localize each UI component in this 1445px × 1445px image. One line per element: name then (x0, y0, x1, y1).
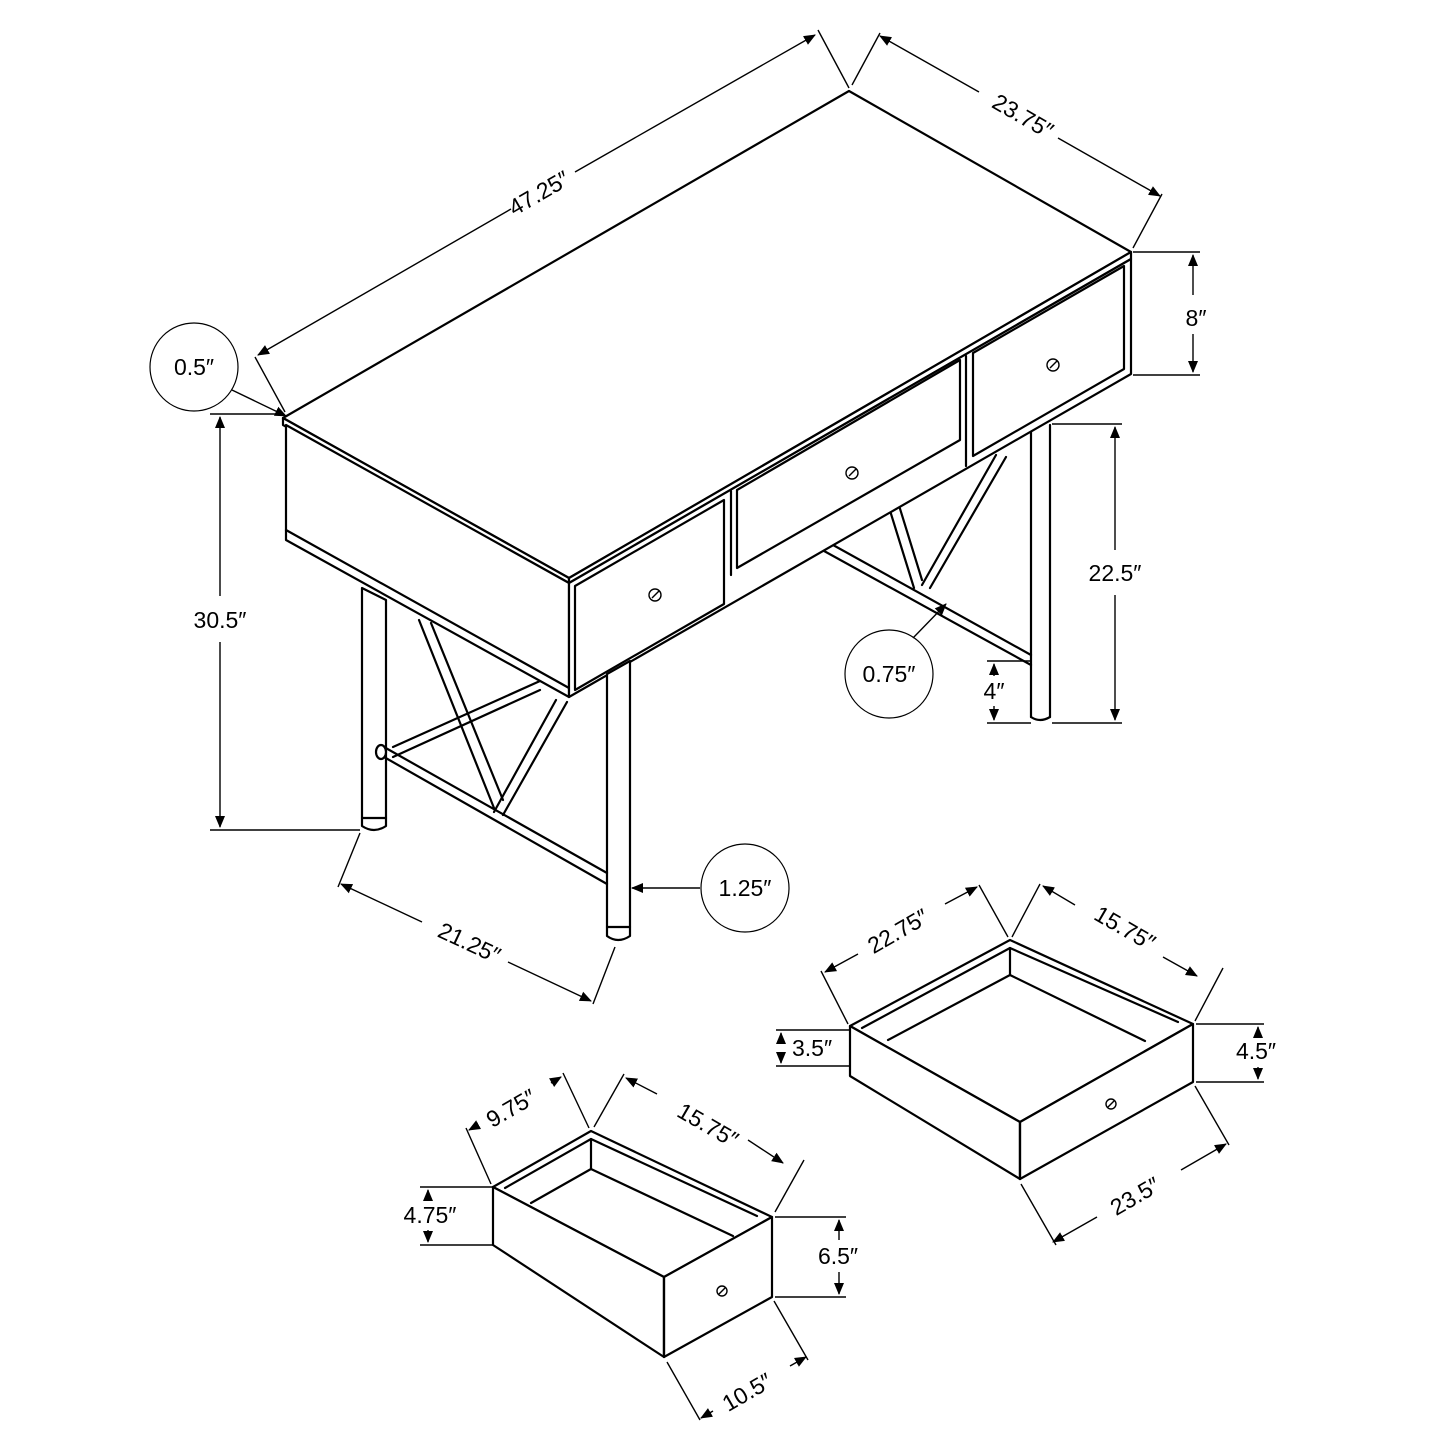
desk-depth-label: 23.75″ (988, 88, 1058, 143)
bar-diameter-label: 0.75″ (863, 661, 916, 687)
small-drawer-front-width-label: 10.5″ (718, 1368, 777, 1417)
desk-drawer-right (971, 264, 1126, 458)
desk-drawer-left (573, 498, 726, 692)
large-drawer-front-height-label: 4.5″ (1236, 1038, 1276, 1064)
small-drawer-inner-width-label: 9.75″ (482, 1084, 541, 1133)
small-drawer-inner-depth-label: 15.75″ (673, 1097, 743, 1152)
large-drawer-dimensions: 22.75″ 15.75″ 3.5″ 4.5″ 23.5″ (776, 883, 1276, 1246)
large-drawer-inner-width-label: 22.75″ (863, 903, 933, 958)
large-drawer-illustration (848, 938, 1195, 1181)
drawer-height-label: 8″ (1186, 305, 1207, 331)
large-drawer-inner-height-label: 3.5″ (792, 1035, 832, 1061)
small-drawer-front-height-label: 6.5″ (818, 1243, 858, 1269)
total-height-label: 30.5″ (194, 607, 247, 633)
leg-clearance-label: 22.5″ (1089, 560, 1142, 586)
leg-diameter-label: 1.25″ (719, 875, 772, 901)
desk-illustration (281, 89, 1133, 942)
desk-drawer-center (735, 358, 962, 570)
side-depth-label: 21.25″ (434, 917, 505, 968)
large-drawer-front-width-label: 23.5″ (1106, 1172, 1165, 1221)
large-drawer-inner-depth-label: 15.75″ (1090, 900, 1160, 955)
small-drawer-inner-height-label: 4.75″ (404, 1202, 457, 1228)
stretcher-height-label: 4″ (984, 678, 1005, 704)
small-drawer-illustration (491, 1129, 774, 1359)
desk-width-label: 47.25″ (504, 165, 574, 220)
top-thickness-label: 0.5″ (174, 354, 214, 380)
front-frame (360, 586, 632, 942)
